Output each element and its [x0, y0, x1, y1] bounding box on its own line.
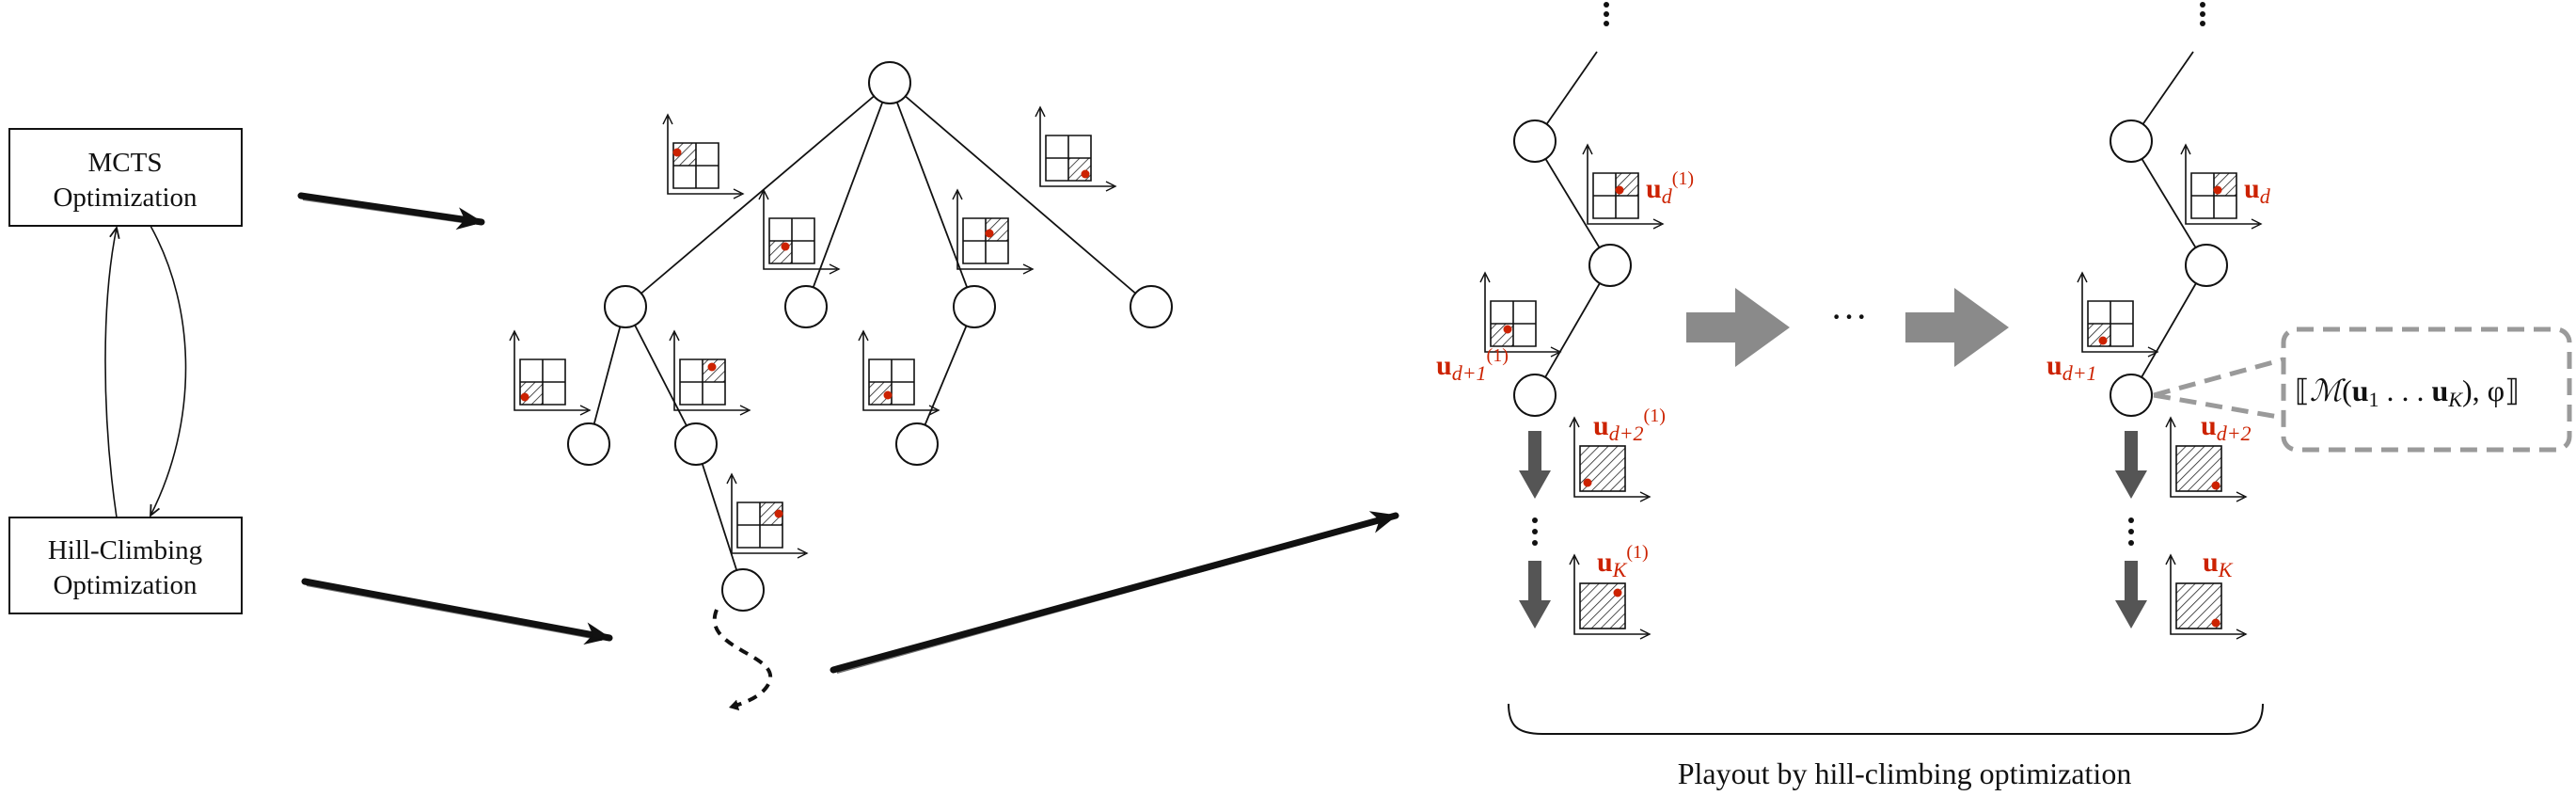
mcts-box-line1: MCTS — [88, 148, 163, 178]
grid-glyph — [662, 113, 745, 199]
grid-glyph — [952, 188, 1035, 275]
label-u-d-plus-2-1: ud+2(1) — [1593, 406, 1666, 445]
grid-glyph-full — [1569, 416, 1651, 502]
grid-glyph — [509, 329, 592, 416]
sketch-arrow-to-playout — [830, 511, 1399, 674]
sketch-arrow-top — [297, 192, 485, 231]
label-u-d-plus-1: ud+1 — [2047, 350, 2097, 385]
tree-node — [674, 422, 718, 466]
hill-box-line1: Hill-Climbing — [48, 535, 202, 565]
tree-node-root — [868, 61, 911, 104]
vertical-ellipsis-mid-2 — [2128, 517, 2134, 546]
rollout-dashed-arrow — [712, 609, 773, 711]
label-u-d-plus-2: ud+2 — [2201, 410, 2252, 445]
mcts-optimization-box: MCTS Optimization — [8, 128, 243, 227]
hill-box-line2: Optimization — [53, 570, 198, 600]
formula-text: ⟦ℳ(u1 . . . uK), φ⟧ — [2295, 374, 2520, 411]
grid-glyph — [669, 329, 751, 416]
grid-glyph — [726, 472, 809, 559]
grid-glyph-full — [2165, 553, 2248, 640]
horizontal-ellipsis: ··· — [1830, 295, 1868, 338]
down-arrow — [2115, 431, 2147, 499]
grid-glyph — [2077, 271, 2159, 358]
down-arrow — [2115, 561, 2147, 629]
label-u-k: uK — [2203, 547, 2234, 581]
grid-glyph — [758, 188, 841, 275]
grid-glyph-full — [1569, 553, 1651, 640]
hill-climbing-optimization-box: Hill-Climbing Optimization — [8, 517, 243, 614]
label-u-d: ud — [2244, 173, 2271, 208]
caption: Playout by hill-climbing optimization — [1678, 756, 2132, 790]
label-u-k-1: uK(1) — [1597, 542, 1649, 581]
tree-node — [567, 422, 610, 466]
label-u-d-plus-1-1: ud+1(1) — [1436, 345, 1509, 385]
tree-node — [604, 285, 647, 328]
playout-1: ud(1) ud+1(1) ud+2(1) — [1436, 2, 1694, 640]
tree-node — [1130, 285, 1173, 328]
grid-glyph — [1035, 105, 1117, 192]
grid-glyphs-tree — [509, 105, 1117, 559]
playout1-node — [1588, 244, 1632, 287]
gray-right-arrow-1 — [1686, 288, 1790, 367]
grid-glyph — [2180, 143, 2263, 230]
sketch-arrow-bottom — [301, 578, 613, 645]
playout-brace — [1508, 703, 2264, 735]
playout2-node — [2110, 374, 2153, 417]
hill-to-mcts-arrow — [104, 228, 117, 518]
vertical-ellipsis-top-2 — [2200, 2, 2205, 26]
search-tree — [588, 82, 1152, 591]
tree-node — [895, 422, 939, 466]
gray-right-arrow-2 — [1905, 288, 2009, 367]
playout-2: ud ud+1 ud+2 — [2047, 2, 2271, 640]
label-u-d-1: ud(1) — [1646, 168, 1694, 208]
formula-callout: ⟦ℳ(u1 . . . uK), φ⟧ — [2153, 326, 2572, 453]
playout1-node — [1513, 374, 1557, 417]
down-arrow — [1519, 561, 1551, 629]
vertical-ellipsis-mid-1 — [1532, 517, 1538, 546]
playout2-node — [2185, 244, 2228, 287]
grid-glyph — [1479, 271, 1562, 358]
tree-node — [784, 285, 828, 328]
playout2-node — [2110, 119, 2153, 163]
grid-glyph — [1582, 143, 1665, 230]
mcts-box-line2: Optimization — [53, 183, 198, 213]
tree-node-leaf — [721, 568, 765, 612]
grid-glyph-full — [2165, 416, 2248, 502]
vertical-ellipsis-top-1 — [1604, 2, 1609, 26]
playout1-node — [1513, 119, 1557, 163]
tree-node — [953, 285, 996, 328]
mcts-to-hill-arrow — [150, 225, 187, 516]
down-arrow — [1519, 431, 1551, 499]
grid-glyph — [858, 329, 940, 416]
tree-nodes — [567, 61, 1173, 612]
